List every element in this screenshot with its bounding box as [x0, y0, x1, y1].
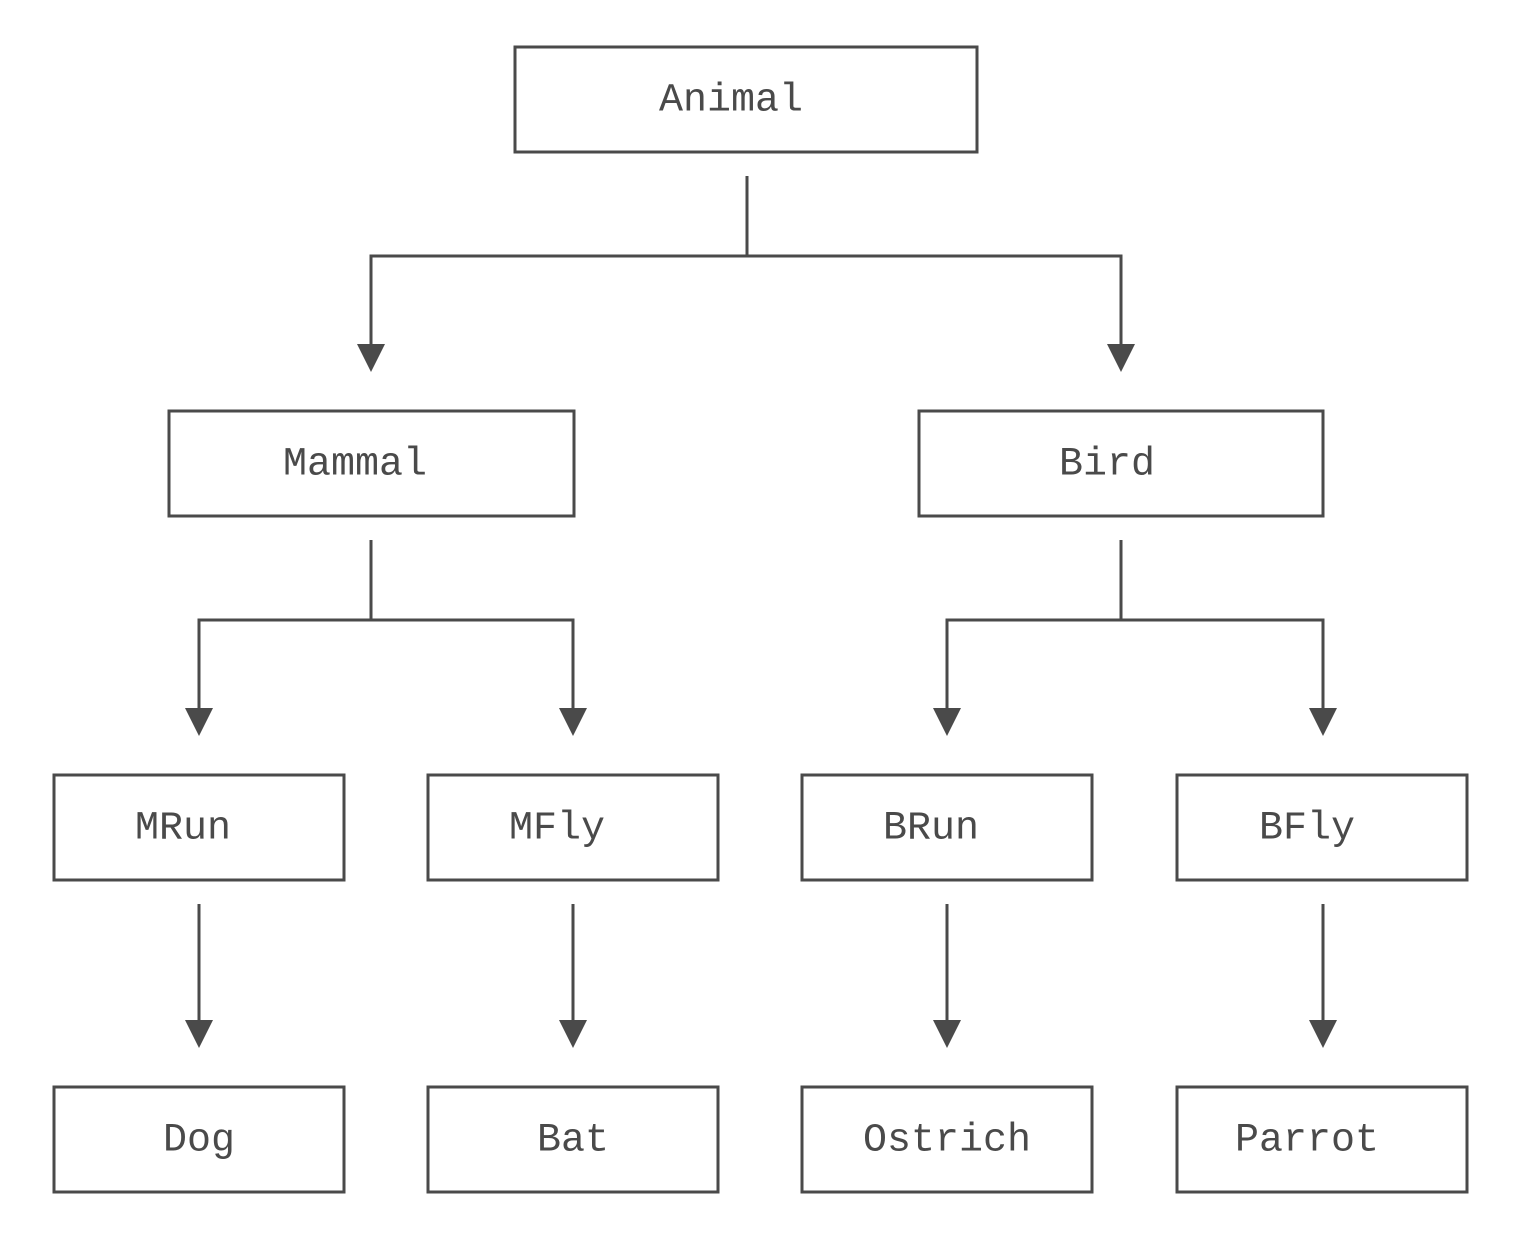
- arrowhead-dog: [185, 1020, 213, 1048]
- edge-mammal-to-mfly: [371, 618, 575, 710]
- node-brun-label: BRun: [883, 807, 979, 852]
- node-parrot: Parrot: [1175, 1085, 1469, 1194]
- arrowhead-parrot: [1309, 1020, 1337, 1048]
- node-bird-box: [917, 409, 1325, 518]
- node-mfly-box: [426, 773, 720, 882]
- node-mrun-box: [52, 773, 346, 882]
- node-mammal-label: Mammal: [283, 443, 427, 488]
- node-dog-box: [52, 1085, 346, 1194]
- arrowhead-bat: [559, 1020, 587, 1048]
- node-mrun: MRun: [52, 773, 346, 882]
- arrowhead-brun: [933, 708, 961, 736]
- edge-animal-to-mammal: [369, 176, 749, 346]
- nodes: Animal Mammal Bird MRun MFly BRun BFly: [52, 45, 1469, 1194]
- node-bird-label: Bird: [1059, 443, 1155, 488]
- node-bfly-box: [1175, 773, 1469, 882]
- node-animal-label: Animal: [659, 79, 803, 124]
- edge-bird-to-bfly: [1121, 618, 1325, 710]
- node-dog-label: Dog: [163, 1119, 235, 1164]
- node-mammal-box: [167, 409, 576, 518]
- edges: [185, 176, 1337, 1048]
- arrowhead-mfly: [559, 708, 587, 736]
- node-bfly-label: BFly: [1259, 807, 1355, 852]
- arrowhead-mrun: [185, 708, 213, 736]
- arrowhead-bird: [1107, 344, 1135, 372]
- node-mfly-label: MFly: [509, 807, 605, 852]
- node-mammal: Mammal: [167, 409, 576, 518]
- arrowhead-mammal: [357, 344, 385, 372]
- node-ostrich-box: [800, 1085, 1094, 1194]
- node-animal: Animal: [513, 45, 979, 154]
- node-parrot-box: [1175, 1085, 1469, 1194]
- node-bfly: BFly: [1175, 773, 1469, 882]
- arrowhead-bfly: [1309, 708, 1337, 736]
- arrowhead-ostrich: [933, 1020, 961, 1048]
- node-dog: Dog: [52, 1085, 346, 1194]
- edge-mammal-to-mrun: [197, 540, 373, 710]
- node-bat: Bat: [426, 1085, 720, 1194]
- node-ostrich-label: Ostrich: [863, 1119, 1031, 1164]
- node-bat-box: [426, 1085, 720, 1194]
- node-bat-label: Bat: [537, 1119, 609, 1164]
- edge-animal-to-bird: [747, 254, 1123, 346]
- node-brun-box: [800, 773, 1094, 882]
- node-bird: Bird: [917, 409, 1325, 518]
- node-mrun-label: MRun: [135, 807, 231, 852]
- node-brun: BRun: [800, 773, 1094, 882]
- node-ostrich: Ostrich: [800, 1085, 1094, 1194]
- node-mfly: MFly: [426, 773, 720, 882]
- node-parrot-label: Parrot: [1235, 1119, 1379, 1164]
- node-animal-box: [513, 45, 979, 154]
- edge-bird-to-brun: [945, 540, 1123, 710]
